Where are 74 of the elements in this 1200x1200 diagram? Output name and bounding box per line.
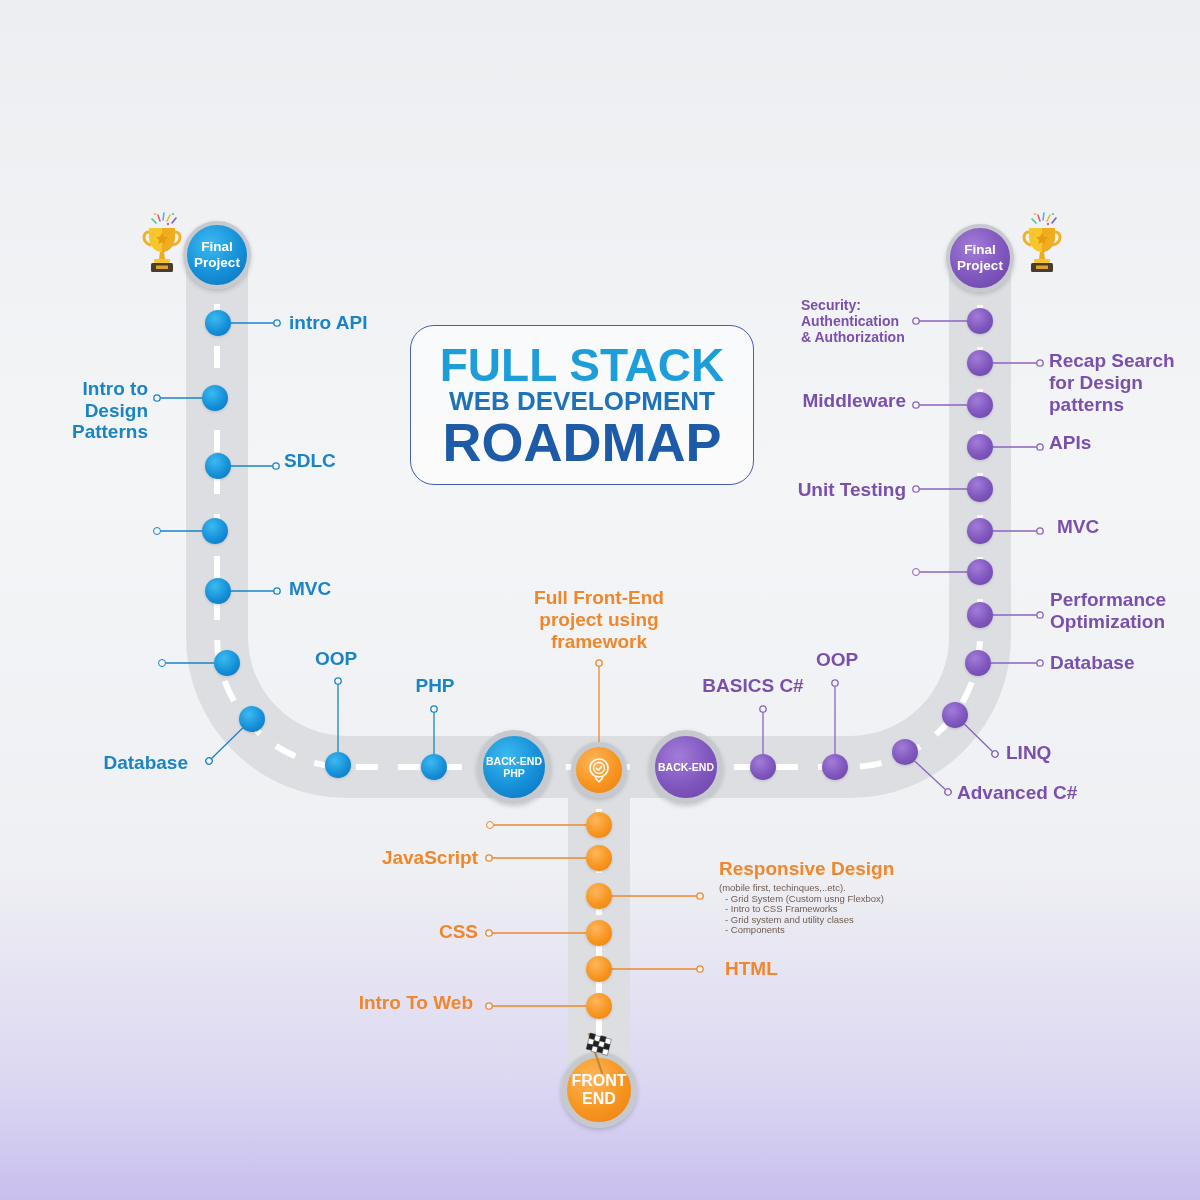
leader-line: [165, 662, 215, 664]
detail-text: - Intro to CSS Frameworks: [725, 903, 838, 914]
milestone-circle: [946, 224, 1014, 292]
topic-label: intro API: [289, 312, 368, 333]
topic-label: OOP: [815, 649, 859, 670]
topic-label: Intro to Design Patterns: [71, 378, 148, 442]
topic-label: PHP: [415, 675, 455, 696]
detail-text: - Grid System (Custom usng Flexbox): [725, 892, 884, 904]
milestone-label: Final Project: [957, 242, 1003, 273]
milestone-label: BACK-END PHP: [486, 754, 542, 779]
leader-line: [595, 659, 603, 743]
topic-label: MVC: [289, 578, 332, 599]
topic-label: Middleware: [802, 390, 906, 411]
ring-marker: [912, 568, 920, 576]
leader-line: [205, 727, 244, 765]
leader-line: [160, 530, 203, 532]
leader-line: [230, 462, 280, 470]
leader-line: [485, 854, 587, 862]
leader-line: [992, 359, 1044, 367]
topic-label: LINQ: [1006, 742, 1052, 763]
topic-label: Full Front-End project using framework: [534, 587, 664, 652]
detail-text: - Components: [725, 924, 785, 935]
leader-line: [611, 892, 704, 900]
topic-label: SDLC: [284, 450, 336, 471]
leader-line: [485, 929, 587, 937]
leader-line: [912, 485, 968, 493]
topic-label: Recap Search for Design patterns: [1049, 350, 1175, 415]
leader-line: [919, 571, 968, 573]
milestone-label: BACK-END: [658, 760, 714, 773]
ring-marker: [158, 659, 166, 667]
topic-label: Performance Optimization: [1050, 589, 1167, 632]
milestone-circle: [477, 730, 551, 804]
leader-line: [430, 705, 438, 755]
leader-line: [963, 723, 999, 758]
detail-text: (mobile first, techinques,..etc).: [719, 882, 846, 893]
topic-label: Database: [1050, 652, 1135, 673]
leader-line: [230, 319, 281, 327]
topic-label: BASICS C#: [702, 675, 804, 696]
topic-label: CSS: [438, 921, 478, 942]
topic-label: APIs: [1049, 432, 1092, 453]
detail-text: - Grid system and utility clases: [725, 913, 854, 925]
ring-marker: [153, 527, 161, 535]
milestone-label: Final Project: [194, 239, 240, 270]
leader-line: [485, 1002, 587, 1010]
leader-line: [831, 679, 839, 755]
leader-line: [493, 824, 587, 826]
ring-marker: [486, 821, 494, 829]
topic-label: JavaScript: [381, 847, 478, 868]
leader-line: [912, 401, 968, 409]
leader-line: [992, 443, 1044, 451]
topic-label: Security: Authentication & Authorization: [801, 297, 905, 345]
leader-line: [990, 659, 1044, 667]
topic-label: MVC: [1057, 516, 1100, 537]
topic-label: HTML: [725, 958, 778, 979]
leader-line: [913, 760, 952, 796]
leader-line: [230, 587, 281, 595]
leader-line: [912, 317, 968, 325]
leader-line: [759, 705, 767, 755]
milestone-label: FRONT END: [571, 1071, 627, 1107]
topic-label: Intro To Web: [358, 992, 473, 1013]
topic-label: Database: [103, 752, 188, 773]
milestone-circle: [649, 730, 723, 804]
title-box: [410, 325, 754, 485]
topic-label: OOP: [314, 648, 358, 669]
topic-label: Unit Testing: [797, 479, 906, 500]
milestone-circle: [561, 1052, 637, 1128]
leader-line: [334, 677, 342, 753]
leader-line: [153, 394, 203, 402]
leader-line: [611, 965, 704, 973]
topic-label: Advanced C#: [957, 782, 1078, 803]
leader-line: [992, 527, 1044, 535]
topic-label: Responsive Design: [719, 858, 895, 879]
leader-line: [992, 611, 1044, 619]
milestone-circle: [183, 221, 251, 289]
